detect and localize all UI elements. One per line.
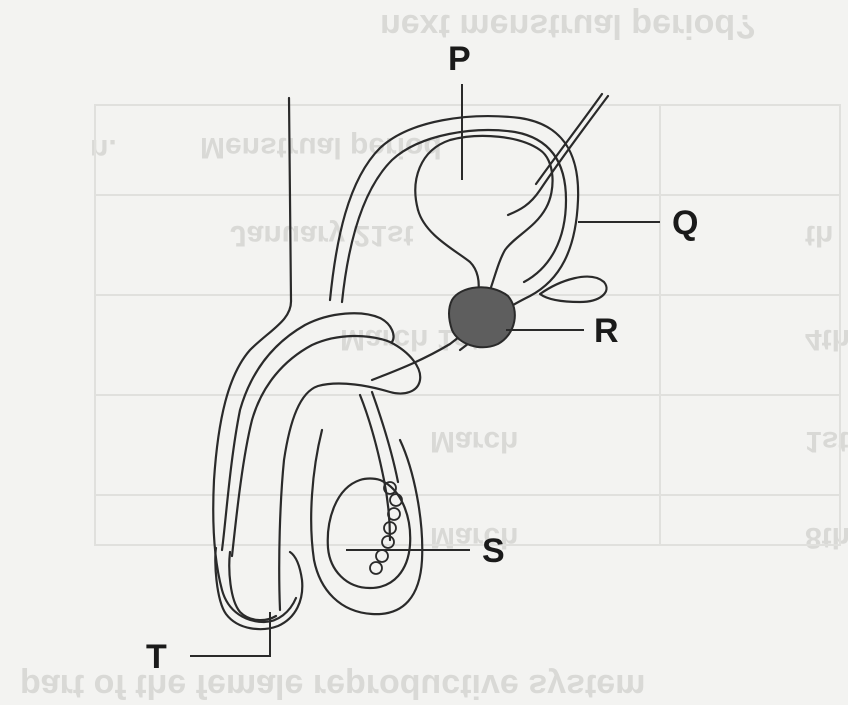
label-t: T xyxy=(146,640,167,674)
penis-outline xyxy=(222,313,394,550)
bladder-lumen-left xyxy=(418,210,479,294)
glans-inner xyxy=(229,552,276,620)
scrotum-outline xyxy=(311,430,422,614)
bladder-wall xyxy=(342,130,566,302)
sperm-duct-inner xyxy=(536,94,602,184)
body-outline xyxy=(213,98,296,622)
label-s: S xyxy=(482,534,505,568)
label-q: Q xyxy=(672,206,698,240)
vas-deferens-descending-2 xyxy=(372,392,398,482)
bladder-outer xyxy=(330,116,578,320)
vas-deferens-descending xyxy=(360,395,390,540)
label-r: R xyxy=(594,314,619,348)
label-p: P xyxy=(448,42,471,76)
prostate-gland xyxy=(449,287,515,347)
penis-inner-line xyxy=(232,336,420,610)
bladder-lumen xyxy=(415,136,552,296)
